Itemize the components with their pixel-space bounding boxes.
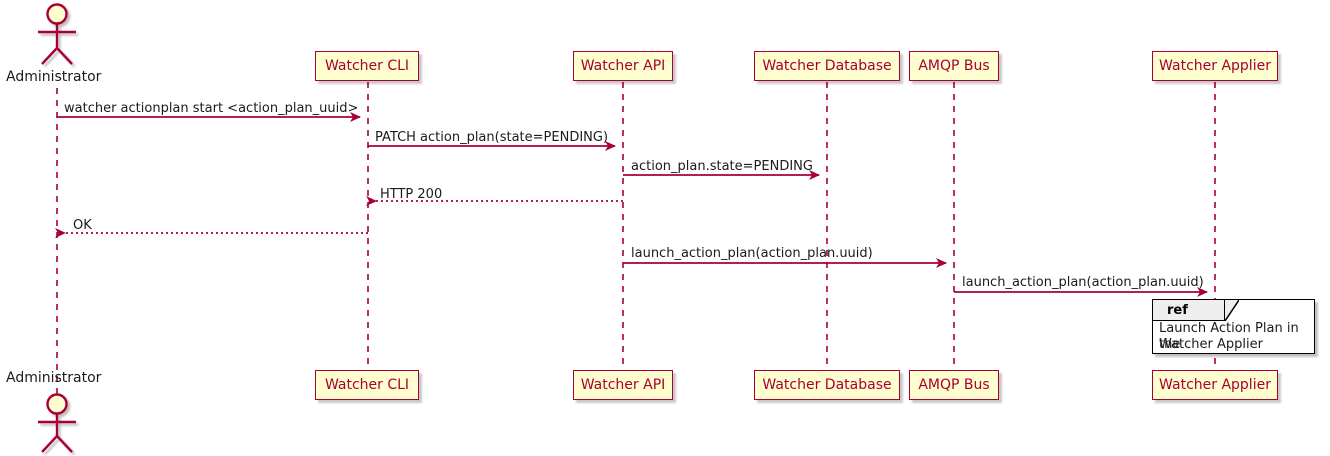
participant-label-amqp-bus-bottom: AMQP Bus [918, 377, 990, 393]
participant-label-watcher-applier-bottom: Watcher Applier [1159, 377, 1271, 393]
message-label-1: watcher actionplan start <action_plan_uu… [64, 101, 359, 116]
message-arrows [55, 112, 1208, 297]
message-label-6: launch_action_plan(action_plan.uuid) [631, 246, 873, 261]
participant-label-watcher-api-bottom: Watcher API [580, 377, 666, 393]
actor-label-administrator-bottom: Administrator [6, 370, 102, 386]
participant-box-watcher-api-top[interactable]: Watcher API [573, 51, 673, 81]
participant-label-watcher-database: Watcher Database [762, 58, 892, 74]
participant-box-watcher-cli-top[interactable]: Watcher CLI [315, 51, 419, 81]
participant-label-watcher-database-bottom: Watcher Database [762, 377, 892, 393]
message-label-2: PATCH action_plan(state=PENDING) [375, 130, 609, 145]
participant-label-amqp-bus: AMQP Bus [918, 58, 990, 74]
participant-box-watcher-api-bottom[interactable]: Watcher API [573, 370, 673, 400]
ref-fragment-tab [1153, 300, 1225, 321]
message-label-5: OK [73, 218, 92, 233]
participant-box-watcher-cli-bottom[interactable]: Watcher CLI [315, 370, 419, 400]
participant-box-watcher-database-bottom[interactable]: Watcher Database [754, 370, 900, 400]
participant-box-watcher-applier-bottom[interactable]: Watcher Applier [1152, 370, 1278, 400]
participant-box-watcher-applier-top[interactable]: Watcher Applier [1152, 51, 1278, 81]
ref-fragment: ref Launch Action Plan in the Watcher Ap… [1152, 299, 1315, 354]
ref-fragment-keyword: ref [1167, 303, 1188, 318]
message-label-3: action_plan.state=PENDING [631, 159, 813, 174]
participant-label-watcher-api: Watcher API [580, 58, 666, 74]
ref-fragment-line-1: Launch Action Plan in the [1159, 321, 1299, 352]
message-label-4: HTTP 200 [380, 187, 443, 202]
participant-box-amqp-bus-bottom[interactable]: AMQP Bus [909, 370, 999, 400]
lifelines [56, 82, 1216, 402]
participant-label-watcher-applier: Watcher Applier [1159, 58, 1271, 74]
actor-administrator-top [38, 3, 76, 65]
participant-label-watcher-cli: Watcher CLI [324, 58, 410, 74]
participant-box-amqp-bus-top[interactable]: AMQP Bus [909, 51, 999, 81]
participant-box-watcher-database-top[interactable]: Watcher Database [754, 51, 900, 81]
actor-label-administrator-top: Administrator [6, 69, 102, 85]
ref-fragment-line-2: Watcher Applier [1159, 337, 1263, 352]
actor-administrator-bottom [38, 393, 76, 453]
message-label-7: launch_action_plan(action_plan.uuid) [962, 275, 1204, 290]
ref-tab-fold-icon [1225, 300, 1239, 321]
participant-label-watcher-cli-bottom: Watcher CLI [324, 377, 410, 393]
